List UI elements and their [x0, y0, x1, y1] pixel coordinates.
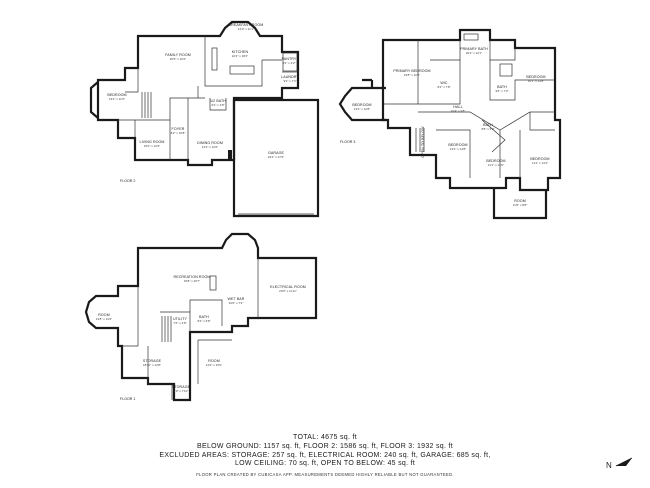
- room-label: HALL: [453, 105, 462, 109]
- excluded-areas: EXCLUDED AREAS: STORAGE: 257 sq. ft, ELE…: [159, 451, 491, 459]
- room-label: BEDROOM: [530, 157, 549, 161]
- room-label: ROOM: [514, 199, 526, 203]
- room-label: BATH: [199, 315, 209, 319]
- room-dim: 22'4" x 18'2": [232, 54, 248, 58]
- floor-2-labels: BREAKFAST ROOM 14'0" x 11'1" FAMILY ROOM…: [107, 23, 299, 183]
- room-dim: 8'4" x 7'8": [437, 85, 450, 89]
- room-dim: 11'8" x 8'8": [513, 203, 528, 207]
- room-label: ROOM: [98, 313, 110, 317]
- room-label: BEDROOM: [526, 75, 545, 79]
- room-dim: 6'2" x 4'8": [211, 103, 224, 107]
- room-label: WET BAR: [227, 297, 244, 301]
- room-label: STORAGE: [143, 359, 162, 363]
- room-dim: 23'4" x 27'6": [268, 155, 284, 159]
- room-dim: 18'10" x 12'8": [143, 363, 161, 367]
- room-dim: 11'1" x 13'0": [488, 163, 504, 167]
- room-label: OPEN TO BELOW: [421, 126, 425, 158]
- room-label: PANTRY: [282, 57, 297, 61]
- disclaimer: FLOOR PLAN CREATED BY CUBICASA APP. MEAS…: [196, 472, 454, 477]
- room-label: FAMILY ROOM: [165, 53, 191, 57]
- excluded-areas-cont: LOW CEILING: 70 sq. ft, OPEN TO BELOW: 4…: [234, 460, 416, 468]
- room-dim: 11'4" x 14'4": [532, 161, 548, 165]
- room-dim: 33'8" x 30'7": [184, 279, 200, 283]
- room-label: WIC: [440, 81, 448, 85]
- room-label: FOYER: [172, 127, 185, 131]
- room-dim: 10'0" x 7'4": [229, 301, 244, 305]
- room-label: LIVING ROOM: [139, 140, 164, 144]
- room-dim: 13'4" x 11'6": [109, 97, 125, 101]
- room-label: PRIMARY BEDROOM: [393, 69, 430, 73]
- room-label: UTILITY: [173, 317, 188, 321]
- room-label: BATH: [497, 85, 507, 89]
- room-dim: 8'8" x 5'0": [481, 127, 494, 131]
- room-label: DINING ROOM: [197, 141, 223, 145]
- room-dim: 13'8" x 14'6": [96, 317, 112, 321]
- room-label: ROOM: [208, 359, 220, 363]
- room-label: 1/2 BATH: [210, 99, 226, 103]
- room-label: BEDROOM: [448, 143, 467, 147]
- floor-1-labels: RECREATION ROOM 33'8" x 30'7" ELECTRICAL…: [96, 275, 306, 401]
- room-label: BEDROOM: [486, 159, 505, 163]
- total-area: TOTAL: 4675 sq. ft: [293, 434, 357, 441]
- room-dim: 15'1" x 13'8": [528, 79, 544, 83]
- room-dim: 15'0" x 12'6": [144, 144, 160, 148]
- room-dim: 14'0" x 15'0": [206, 363, 222, 367]
- room-dim: 13'2" x 12'8": [354, 107, 370, 111]
- room-dim: 19'8" x 16'2": [404, 73, 420, 77]
- room-dim: 13'4" x 12'6": [202, 145, 218, 149]
- room-dim: 8'4" x 6'8": [197, 319, 210, 323]
- area-summary: TOTAL: 4675 sq. ft BELOW GROUND: 1157 sq…: [0, 434, 650, 469]
- room-dim: 20'0" x 11'11": [279, 289, 297, 293]
- floor-1-label: FLOOR 1: [120, 397, 135, 401]
- room-dim: 13'2" x 14'8": [450, 147, 466, 151]
- floor-1-plan: [84, 232, 318, 402]
- floor-3-labels: PRIMARY BATH 20'2" x 12'1" PRIMARY BEDRO…: [340, 47, 550, 207]
- room-label: PRIMARY BATH: [460, 47, 488, 51]
- room-dim: 14'0" x 11'1": [238, 27, 254, 31]
- room-dim: 7'6" x 4'8": [173, 321, 186, 325]
- room-dim: 9'2" x 7'4": [283, 79, 296, 83]
- area-breakdown: BELOW GROUND: 1157 sq. ft, FLOOR 2: 1586…: [197, 442, 453, 450]
- room-label: BREAKFAST ROOM: [229, 23, 264, 27]
- room-label: BATH: [483, 123, 493, 127]
- room-label: ELECTRICAL ROOM: [270, 285, 306, 289]
- north-arrow-icon: N: [602, 452, 642, 474]
- room-dim: 8'2" x 16'8": [171, 131, 186, 135]
- room-dim: 20'4" x 3'8": [451, 109, 466, 113]
- room-dim: 5'4" x 4'2": [282, 61, 295, 65]
- floor-2-plan: [89, 20, 320, 218]
- room-dim: 9'6" x 7'0": [495, 89, 508, 93]
- room-label: BEDROOM: [352, 103, 371, 107]
- room-label: BEDROOM: [107, 93, 126, 97]
- room-dim: 20'6" x 16'2": [170, 57, 186, 61]
- room-dim: 7'0" x 7'10": [174, 389, 189, 393]
- floor-2-label: FLOOR 2: [120, 179, 135, 183]
- room-label: STORAGE: [172, 385, 191, 389]
- floor-3-label: FLOOR 3: [340, 140, 355, 144]
- room-label: KITCHEN: [232, 50, 249, 54]
- room-label: GARAGE: [268, 151, 284, 155]
- room-label: LAUNDRY: [281, 75, 299, 79]
- floor-3-plan: [338, 28, 562, 220]
- room-dim: 20'2" x 12'1": [466, 51, 482, 55]
- north-label: N: [606, 461, 612, 470]
- room-label: RECREATION ROOM: [174, 275, 211, 279]
